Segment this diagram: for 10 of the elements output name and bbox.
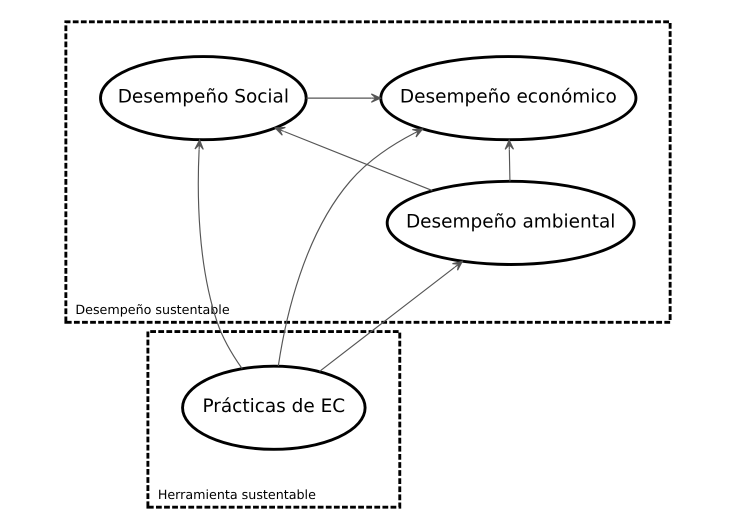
arrow — [504, 140, 514, 182]
node-ellipse: Prácticas de EC — [181, 364, 367, 451]
arrow — [274, 126, 433, 192]
arrow — [194, 139, 243, 369]
arrow — [306, 93, 382, 103]
arrow — [319, 260, 463, 372]
node-ellipse: Desempeño ambiental — [386, 180, 636, 266]
node-ellipse: Desempeño Social — [99, 55, 308, 142]
arrow — [278, 128, 424, 366]
node-ellipse: Desempeño económico — [379, 55, 638, 142]
